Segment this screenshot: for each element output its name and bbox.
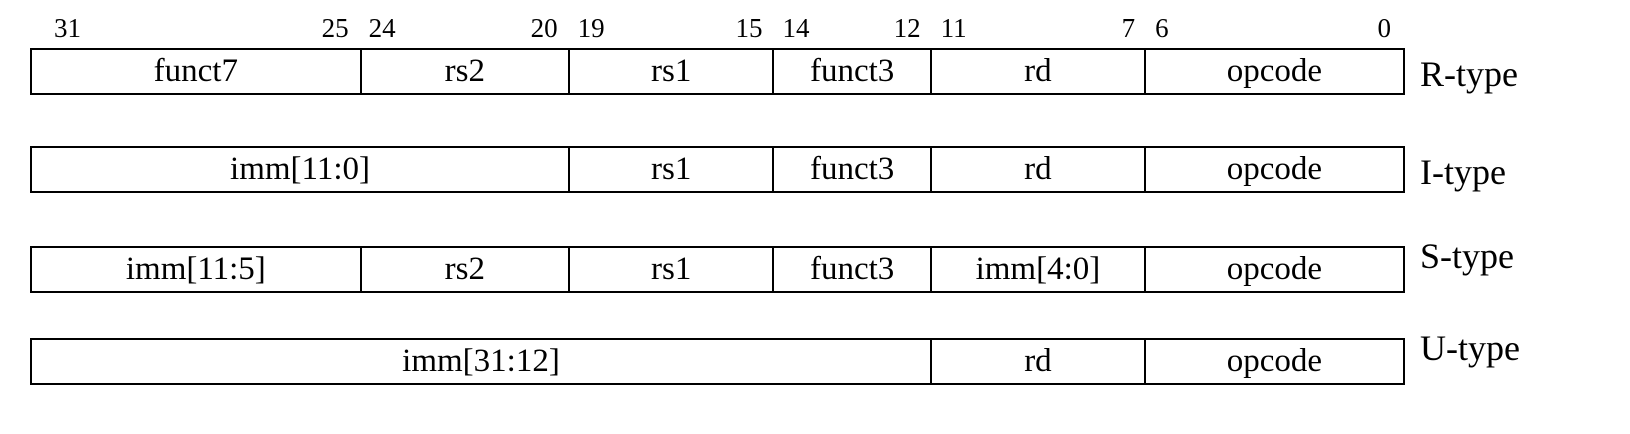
field-rs2: rs2 — [359, 50, 568, 93]
field-opcode: opcode — [1143, 340, 1403, 383]
bit-ruler: 31 25 24 20 19 15 14 12 11 7 6 0 — [30, 6, 1405, 44]
format-label-i-type: I-type — [1420, 152, 1506, 192]
bit-label-24: 24 — [368, 13, 396, 43]
bit-label-6: 6 — [1155, 13, 1169, 43]
format-label-r-type: R-type — [1420, 54, 1518, 94]
bit-ruler-cell: 14 12 — [773, 6, 931, 44]
format-label-s-type: S-type — [1420, 236, 1514, 276]
field-rs1: rs1 — [568, 248, 772, 291]
format-row-u-type: imm[31:12] rd opcode — [30, 338, 1405, 385]
field-imm-31-12: imm[31:12] — [402, 343, 560, 379]
bit-label-20: 20 — [530, 13, 558, 43]
bit-label-19: 19 — [577, 13, 605, 43]
bit-ruler-cell: 24 20 — [359, 6, 568, 44]
bit-label-7: 7 — [1121, 13, 1136, 43]
bit-label-11: 11 — [940, 13, 967, 43]
field-opcode: opcode — [1143, 50, 1403, 93]
field-imm-11-0: imm[11:0] — [230, 151, 370, 187]
field-funct3: funct3 — [772, 248, 930, 291]
bit-label-15: 15 — [735, 13, 763, 43]
bit-ruler-cell: 19 15 — [568, 6, 773, 44]
field-rs2: rs2 — [359, 248, 568, 291]
bit-label-31: 31 — [54, 13, 81, 43]
bit-ruler-cell: 31 25 — [30, 6, 359, 44]
format-row-s-type: imm[11:5] rs2 rs1 funct3 imm[4:0] opcode — [30, 246, 1405, 293]
format-label-u-type: U-type — [1420, 328, 1520, 368]
field-funct3: funct3 — [772, 148, 930, 191]
field-imm-11-5: imm[11:5] — [125, 251, 266, 287]
field-rd: rd — [929, 50, 1144, 93]
format-row-r-type: funct7 rs2 rs1 funct3 rd opcode — [30, 48, 1405, 95]
bit-ruler-cell: 6 0 — [1145, 6, 1405, 44]
field-rd: rd — [930, 340, 1144, 383]
bit-label-25: 25 — [321, 13, 349, 43]
format-row-i-type: imm[11:0] rs1 funct3 rd opcode — [30, 146, 1405, 193]
field-rs1: rs1 — [568, 148, 772, 191]
bit-label-14: 14 — [782, 13, 810, 43]
bit-label-12: 12 — [893, 13, 921, 43]
bit-label-0: 0 — [1377, 13, 1392, 43]
field-rs1: rs1 — [568, 50, 772, 93]
field-opcode: opcode — [1143, 248, 1403, 291]
field-funct7: funct7 — [153, 53, 238, 89]
bit-ruler-cell: 11 7 — [931, 6, 1146, 44]
field-opcode: opcode — [1143, 148, 1403, 191]
field-rd: rd — [929, 148, 1144, 191]
field-funct3: funct3 — [772, 50, 930, 93]
field-imm-4-0: imm[4:0] — [929, 248, 1144, 291]
